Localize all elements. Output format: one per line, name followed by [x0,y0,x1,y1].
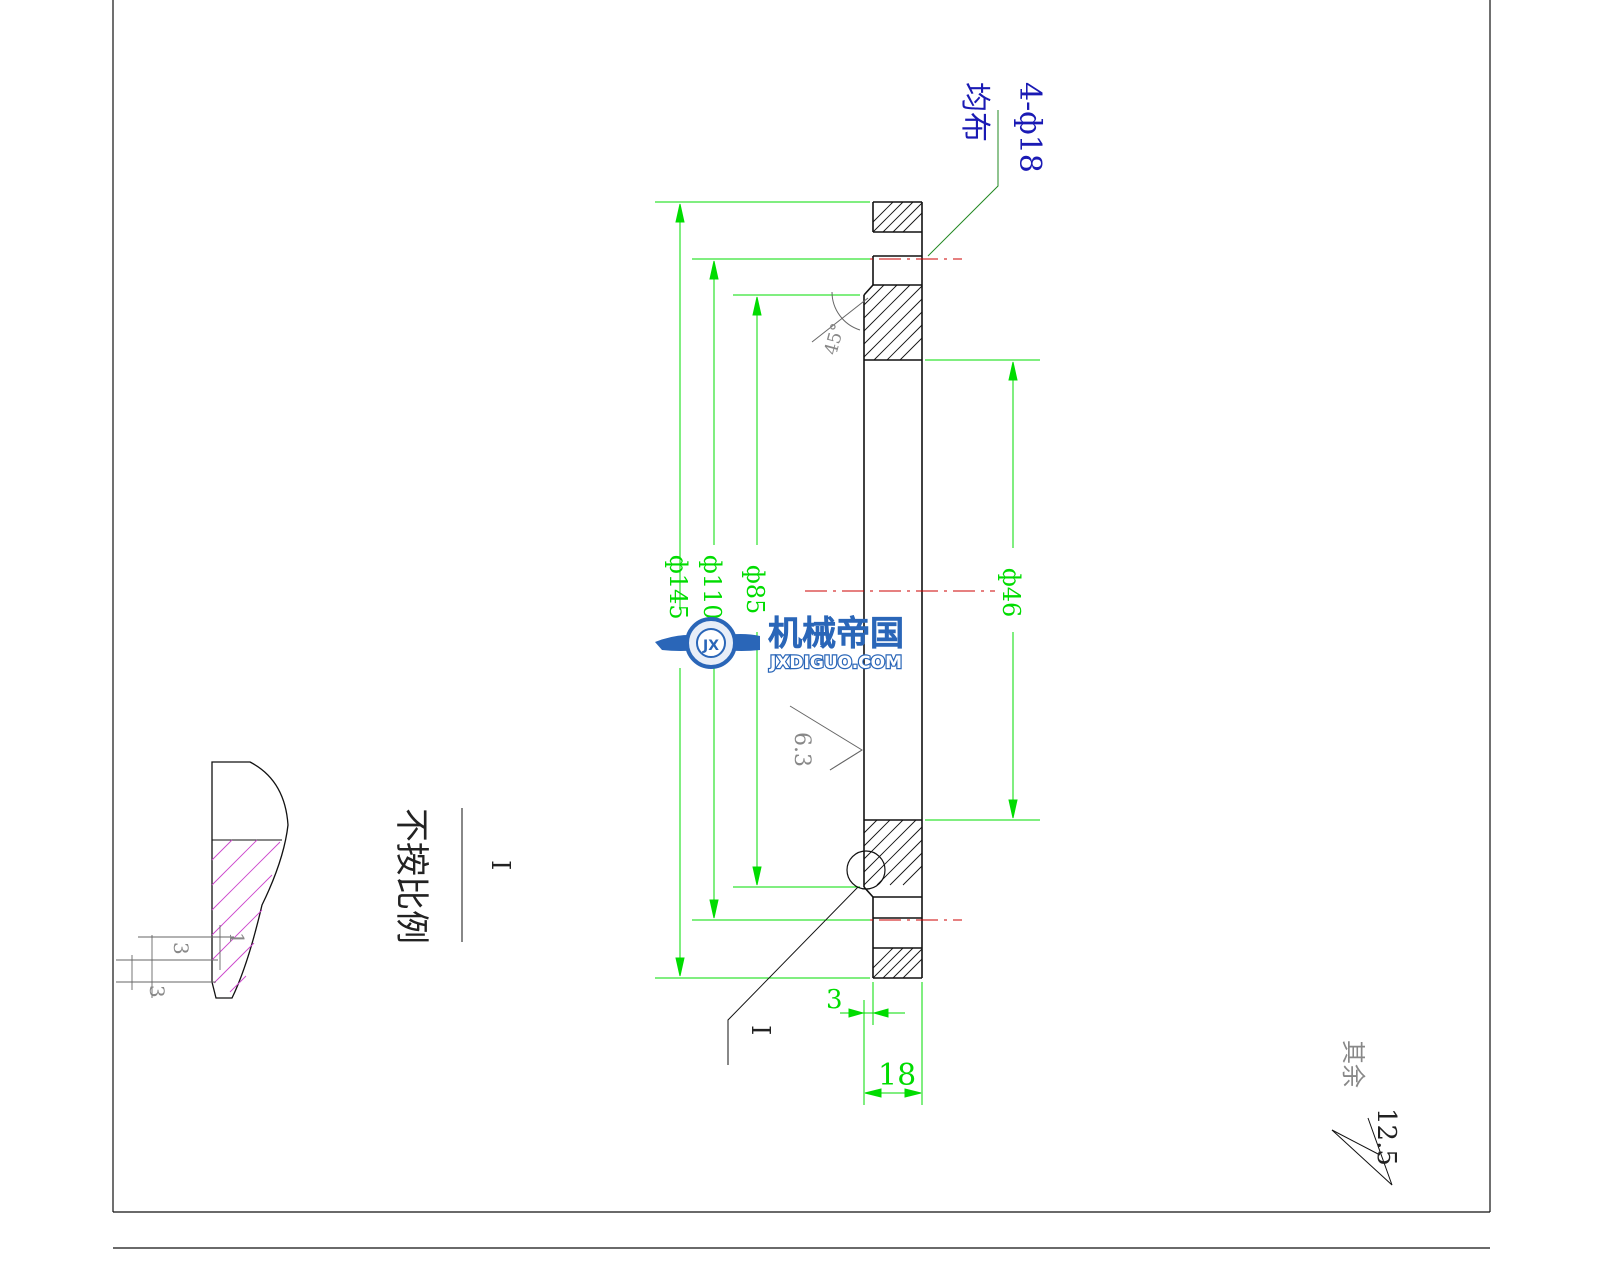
dim-d110: ф110 [698,555,726,620]
dimension-labels: ф145 ф110 ф85 ф46 18 3 [664,555,1025,1093]
chamfer-label: 45° [821,321,850,357]
remainder-roughness: 其余 12.5 [1331,1040,1401,1186]
roughness-symbol-6-3: 6.3 [789,705,863,771]
dim-d145: ф145 [664,555,692,620]
detail-dim-c: 3 [145,985,169,998]
detail-mark: I [485,860,515,870]
detail-leader: I [727,850,886,1065]
drawing-frame [112,0,1491,1249]
flange-section [863,201,923,979]
watermark-brand-url: JXDIGUO.COM [769,653,902,673]
scale-note: 不按比例 [391,808,431,944]
dimension-lines [675,203,1018,1098]
hole-spec-label: 4-ф18 [1012,82,1047,173]
detail-view: 1 3 3 I 不按比例 [116,761,515,999]
hole-spec-label-2: 均布 [957,82,992,142]
extension-lines [655,201,1040,1105]
centerlines [805,258,995,921]
roughness-label: 6.3 [789,732,814,767]
chamfer-annotation: 45° [811,291,869,357]
detail-dim-a: 1 [225,932,249,945]
dim-d85: ф85 [741,565,769,614]
dim-thickness: 18 [878,1058,916,1093]
dim-step: 3 [826,985,843,1015]
watermark: JX 机械帝国 JXDIGUO.COM [655,614,904,674]
hole-note: 4-ф18 均布 [927,82,1047,257]
section-hatching [863,201,923,979]
detail-dim-b: 3 [169,942,193,955]
watermark-brand-cn: 机械帝国 [768,614,904,654]
dim-d46: ф46 [997,568,1025,617]
detail-leader-mark: I [745,1025,775,1035]
remainder-roughness-label: 12.5 [1371,1108,1401,1166]
remainder-label: 其余 [1339,1040,1367,1088]
logo-mark: JX [702,638,719,654]
